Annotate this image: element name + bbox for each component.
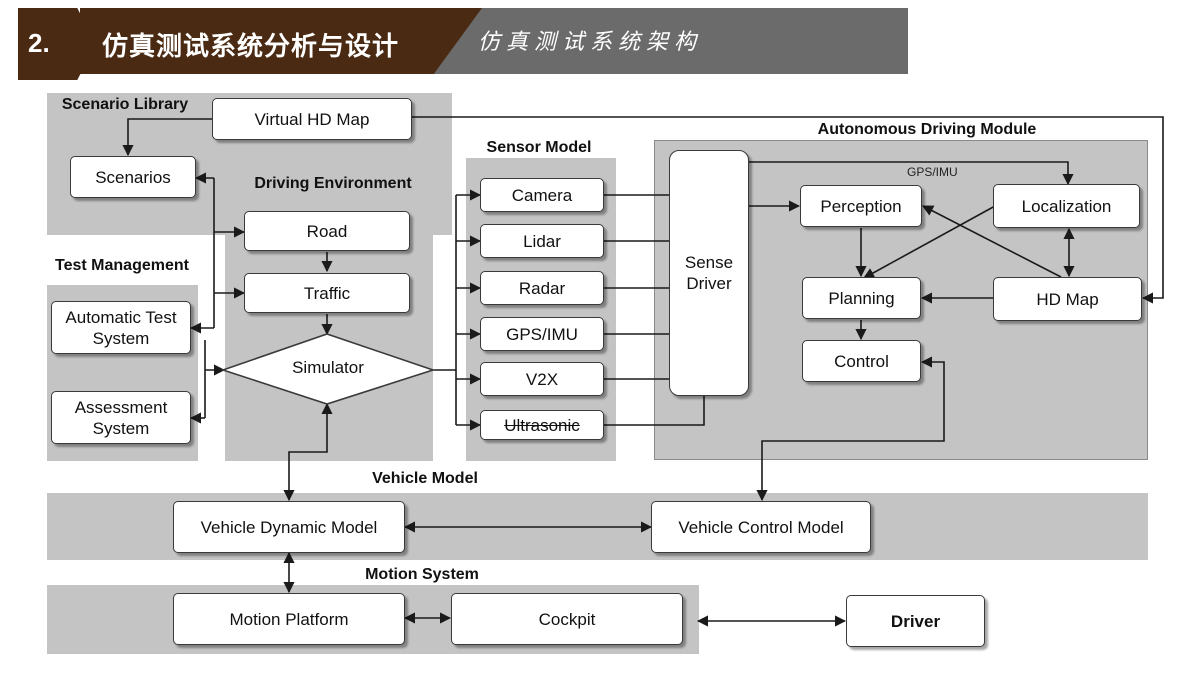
header-number: 2. bbox=[28, 28, 50, 58]
label-scenario-library: Scenario Library bbox=[61, 96, 189, 113]
node-automatic-test-system: Automatic Test System bbox=[51, 301, 191, 354]
simulator-diamond bbox=[220, 333, 436, 405]
node-assessment-system: Assessment System bbox=[51, 391, 191, 444]
node-vehicle-dynamic-model: Vehicle Dynamic Model bbox=[173, 501, 405, 553]
header-title: 仿真测试系统分析与设计 bbox=[102, 32, 400, 62]
edge-localization-planning bbox=[863, 205, 996, 279]
node-vehicle-control-model: Vehicle Control Model bbox=[651, 501, 871, 553]
node-camera: Camera bbox=[480, 178, 604, 212]
edge-vhdmap-scenarios bbox=[122, 118, 212, 157]
edge-driver-ultrasonic bbox=[604, 396, 705, 426]
edge-vcm-control bbox=[756, 356, 945, 502]
node-scenarios: Scenarios bbox=[70, 156, 196, 198]
node-perception: Perception bbox=[800, 185, 922, 227]
node-radar: Radar bbox=[480, 271, 604, 305]
node-traffic: Traffic bbox=[244, 273, 410, 313]
node-localization: Localization bbox=[993, 184, 1140, 228]
label-vehicle-model: Vehicle Model bbox=[372, 470, 478, 487]
node-motion-platform: Motion Platform bbox=[173, 593, 405, 645]
node-simulator: Simulator bbox=[292, 358, 364, 377]
edge-vdm-simulator bbox=[283, 402, 333, 502]
edge-driver-localization bbox=[749, 161, 1074, 186]
node-gps-imu: GPS/IMU bbox=[480, 317, 604, 351]
label-autonomous-driving-module: Autonomous Driving Module bbox=[817, 121, 1037, 138]
label-driving-environment: Driving Environment bbox=[254, 175, 412, 192]
label-test-management: Test Management bbox=[55, 257, 189, 274]
node-control: Control bbox=[802, 340, 921, 382]
node-cockpit: Cockpit bbox=[451, 593, 683, 645]
node-ultrasonic: Ultrasonic bbox=[480, 410, 604, 440]
edge-vhdmap-hdmap bbox=[412, 116, 1164, 304]
node-sense-driver: Sense Driver bbox=[669, 150, 749, 396]
node-hd-map: HD Map bbox=[993, 277, 1142, 321]
node-driver: Driver bbox=[846, 595, 985, 647]
node-virtual-hd-map: Virtual HD Map bbox=[212, 98, 412, 140]
header-subtitle: 仿真测试系统架构 bbox=[478, 30, 703, 55]
label-motion-system: Motion System bbox=[365, 566, 479, 583]
node-road: Road bbox=[244, 211, 410, 251]
node-planning: Planning bbox=[802, 277, 921, 319]
node-v2x: V2X bbox=[480, 362, 604, 396]
edge-hdmap-perception bbox=[922, 205, 1062, 278]
label-sensor-model: Sensor Model bbox=[486, 139, 592, 156]
header-number-badge: 2. bbox=[18, 8, 96, 80]
node-lidar: Lidar bbox=[480, 224, 604, 258]
header-title-block: 仿真测试系统分析与设计 bbox=[80, 8, 482, 74]
edge-label-gps-imu: GPS/IMU bbox=[907, 165, 958, 179]
